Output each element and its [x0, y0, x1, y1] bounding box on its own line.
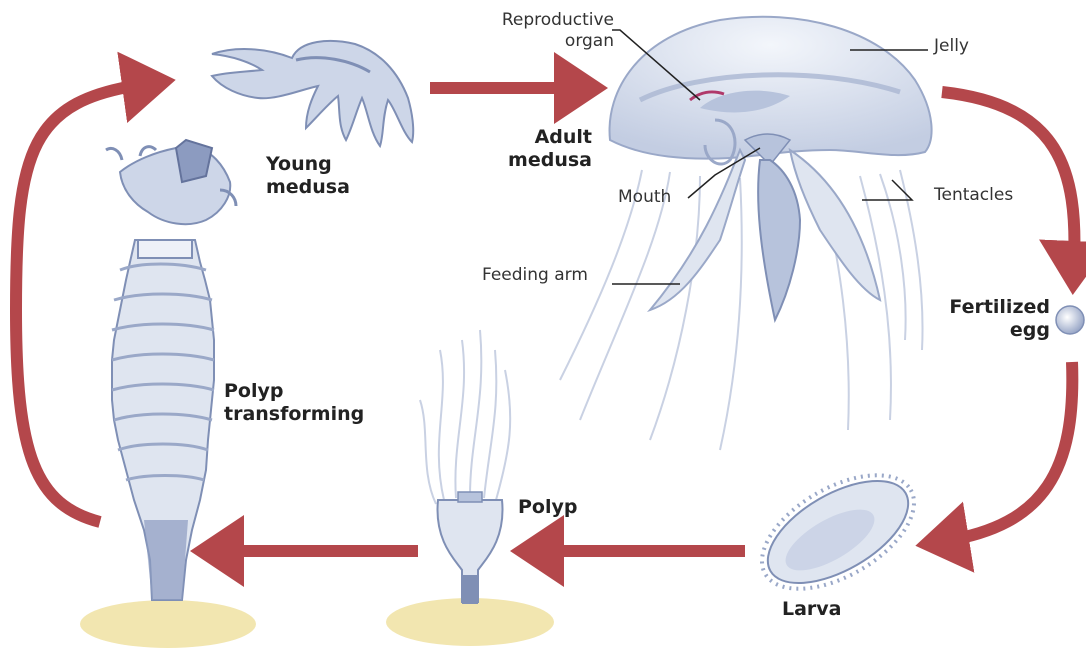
- label-tentacles: Tentacles: [934, 185, 1013, 206]
- label-jelly: Jelly: [934, 36, 969, 57]
- polyp-transforming-illustration: [80, 240, 256, 648]
- label-larva: Larva: [782, 598, 842, 621]
- polyp-illustration: [386, 330, 554, 646]
- label-polyp: Polyp: [518, 496, 577, 519]
- label-fertilized-egg: Fertilized egg: [938, 296, 1050, 342]
- label-feeding-arm: Feeding arm: [482, 265, 588, 286]
- label-mouth: Mouth: [618, 187, 671, 208]
- larva-illustration: [743, 452, 932, 612]
- label-adult-medusa: Adult medusa: [498, 126, 592, 172]
- fertilized-egg-illustration: [1056, 306, 1084, 334]
- adult-medusa-illustration: [560, 17, 932, 450]
- label-polyp-transforming: Polyp transforming: [224, 380, 364, 426]
- label-young-medusa: Young medusa: [266, 153, 350, 199]
- arrow-egg-to-larva: [945, 362, 1072, 541]
- label-reproductive-organ: Reproductive organ: [478, 10, 614, 52]
- arrow-adult-to-egg: [942, 92, 1074, 265]
- young-medusa-illustration: [106, 41, 413, 224]
